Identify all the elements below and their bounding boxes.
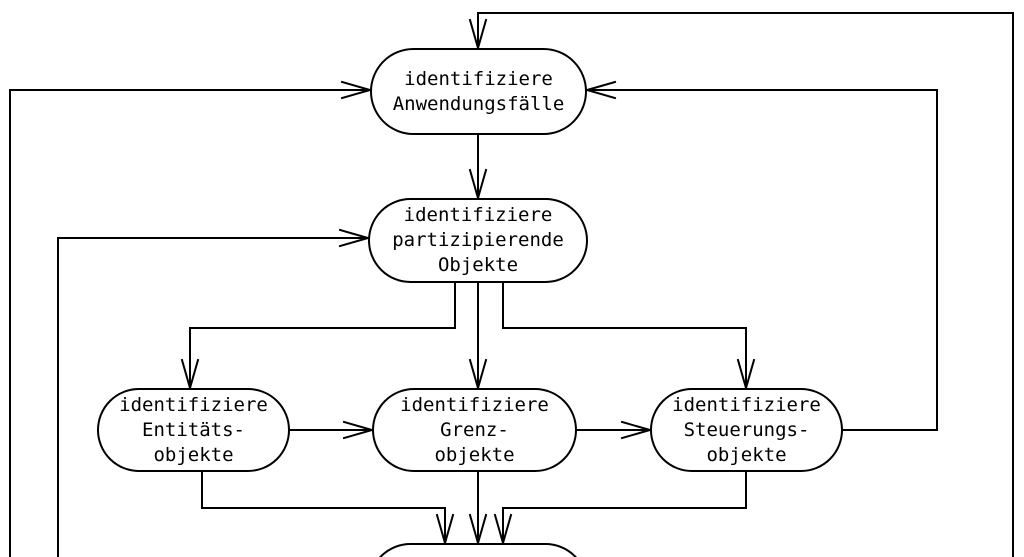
edge-steuerungs-to-anwendungsfaelle bbox=[583, 80, 938, 431]
node-label-line: Grenz- bbox=[440, 418, 509, 441]
node-identifiziere-grenzobjekte: identifiziere Grenz- objekte bbox=[372, 388, 577, 472]
edge-partizipierende-to-steuerungs bbox=[502, 282, 756, 392]
edge-grenz-to-steuerungs bbox=[576, 420, 654, 440]
node-label-line: Anwendungsfälle bbox=[392, 92, 565, 115]
edge-partizipierende-to-entitaets bbox=[180, 282, 456, 392]
node-label-line: identifiziere bbox=[400, 393, 549, 416]
node-identifiziere-steuerungsobjekte: identifiziere Steuerungs- objekte bbox=[650, 388, 843, 472]
edge-steuerungs-to-bottom bbox=[493, 471, 747, 547]
node-label-line: identifiziere bbox=[119, 393, 268, 416]
node-label-line: identifiziere bbox=[403, 204, 553, 226]
node-identifiziere-partizipierende-objekte: identifiziere partizipierende Objekte bbox=[368, 198, 588, 283]
node-label-line: objekte bbox=[153, 443, 234, 466]
node-label-line: Steuerungs- bbox=[683, 418, 810, 441]
node-label-line: Objekte bbox=[437, 254, 519, 276]
node-label-line: partizipierende bbox=[392, 229, 564, 251]
edge-partizipierende-to-grenz bbox=[468, 282, 488, 392]
edge-entitaets-to-bottom bbox=[201, 471, 455, 547]
edge-left-outer-loop bbox=[9, 80, 374, 557]
edge-anwendungsfaelle-to-partizipierende bbox=[468, 134, 488, 202]
node-label-line: identifiziere bbox=[672, 393, 821, 416]
node-label-line: objekte bbox=[706, 443, 787, 466]
edge-entitaets-to-grenz bbox=[289, 420, 376, 440]
node-identifiziere-anwendungsfaelle: identifiziere Anwendungsfälle bbox=[370, 48, 587, 135]
node-label-line: identifiziere bbox=[404, 67, 553, 90]
node-label-line: Entitäts- bbox=[142, 418, 245, 441]
node-bottom-partial bbox=[368, 543, 588, 557]
node-identifiziere-entitaetsobjekte: identifiziere Entitäts- objekte bbox=[97, 388, 290, 472]
edge-grenz-to-bottom bbox=[468, 471, 488, 547]
node-label-line: objekte bbox=[434, 443, 515, 466]
